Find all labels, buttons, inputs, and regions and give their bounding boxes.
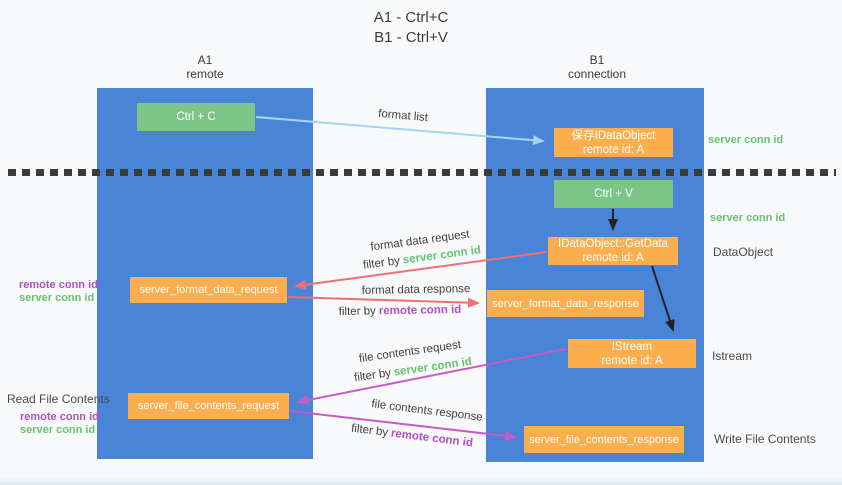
filter-by-text: filter by [353,367,392,385]
istream-line2: remote id: A [601,354,663,367]
filter-by-text: filter by [338,305,376,319]
node-server-format-data-response: server_format_data_response [487,290,644,317]
ctrl-v-label: Ctrl + V [594,188,633,200]
column-b1-name: B1 [589,53,605,67]
right-server-conn-id-2: server conn id [710,212,786,224]
remote-conn-id-text: remote conn id [378,303,462,318]
arrow-format-data-response [287,296,480,308]
column-a1-subtitle: remote [186,67,224,81]
format-response-label: server_format_data_response [492,297,639,310]
format-data-response-label: format data response [361,283,471,297]
dataobject-label: DataObject [713,245,774,259]
getdata-line1: IDataObject::GetData [558,238,668,250]
ctrl-c-label: Ctrl + C [176,111,216,123]
column-b1-subtitle: connection [567,67,627,81]
left-server-conn-id-1: server conn id [19,292,95,304]
istream-side-label: Istream [712,349,753,363]
server-conn-id-text: server conn id [393,355,473,379]
file-response-label: server_file_contents_response [529,433,679,446]
filter-by-text: filter by [362,254,401,272]
title-line-1: A1 - Ctrl+C [373,9,449,26]
node-ctrl-v: Ctrl + V [554,180,673,208]
diagram-title: A1 - Ctrl+C B1 - Ctrl+V [320,8,502,48]
format-request-label: server_format_data_request [139,284,278,296]
right-server-conn-id-1: server conn id [708,134,784,146]
read-file-contents-label: Read File Contents [7,392,110,406]
node-save-idataobject: 保存IDataObject remote id: A [554,128,673,157]
column-header-b1: B1 connection [537,53,657,81]
file-request-label: server_file_contents_request [137,400,280,412]
remote-conn-id-text: remote conn id [390,427,474,450]
node-istream: IStream remote id: A [568,339,696,368]
column-a1-name: A1 [197,53,213,67]
title-line-2: B1 - Ctrl+V [374,29,448,46]
left-server-conn-id-2: server conn id [20,424,96,436]
dotted-separator-line [8,169,836,176]
getdata-line2: remote id: A [582,252,644,264]
save-idataobject-line2: remote id: A [582,143,645,156]
filter-by-text: filter by [350,422,389,440]
left-remote-conn-id-1: remote conn id [19,279,98,291]
save-idataobject-line1: 保存IDataObject [571,129,656,142]
file-contents-response-label: file contents response [370,398,484,424]
left-remote-conn-id-2: remote conn id [20,411,99,423]
bottom-edge-strip [0,477,842,485]
node-server-file-contents-request: server_file_contents_request [128,393,289,419]
column-header-a1: A1 remote [145,53,265,81]
node-idataobject-getdata: IDataObject::GetData remote id: A [548,237,678,265]
node-server-format-data-request: server_format_data_request [130,277,287,303]
write-file-contents-label: Write File Contents [714,432,816,446]
format-list-label: format list [377,107,429,125]
node-ctrl-c: Ctrl + C [137,103,255,131]
node-server-file-contents-response: server_file_contents_response [524,426,684,453]
istream-line1: IStream [611,340,653,353]
